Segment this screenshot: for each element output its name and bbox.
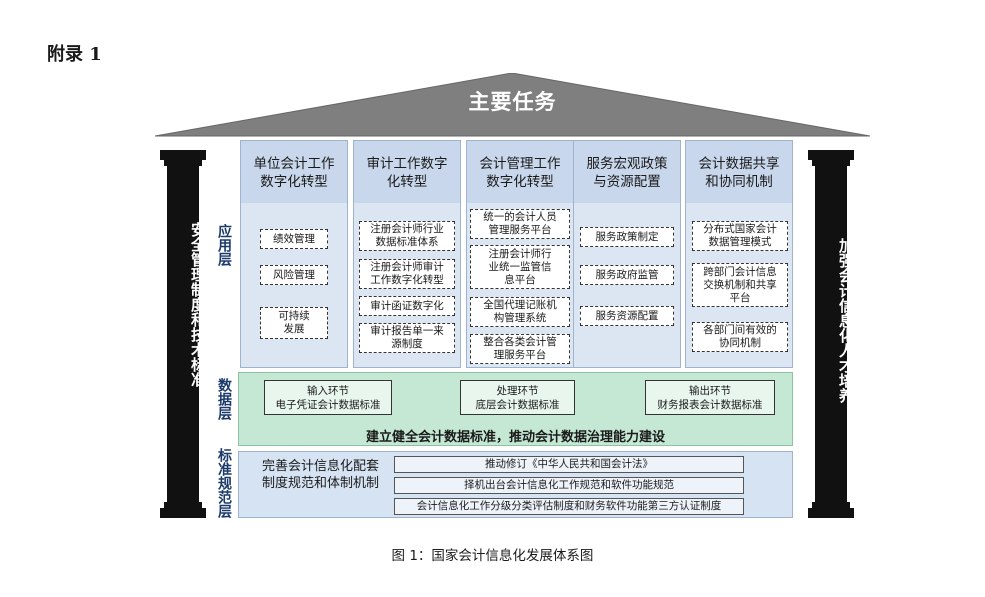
app-column-4: 服务宏观政策与资源配置 服务政策制定 服务政府监管 服务资源配置 [573,140,681,368]
app-item: 整合各类会计管理服务平台 [470,334,570,364]
left-pillar [160,150,206,518]
app-item: 全国代理记账机构管理系统 [470,297,570,327]
roof-title: 主要任务 [468,90,557,114]
standard-item: 推动修订《中华人民共和国会计法》 [394,456,744,473]
app-item: 审计函证数字化 [359,296,455,316]
app-column-title: 单位会计工作数字化转型 [253,156,335,190]
app-column-title: 会计管理工作数字化转型 [479,156,561,190]
data-box-line: 处理环节 [496,384,539,397]
app-item: 分布式国家会计数据管理模式 [692,221,788,251]
app-item: 注册会计师行业数据标准体系 [359,221,455,251]
data-box-line: 底层会计数据标准 [475,398,560,411]
app-column-3: 会计管理工作数字化转型 统一的会计人员管理服务平台 注册会计师行业统一监管信息平… [466,140,574,368]
app-column-1: 单位会计工作数字化转型 绩效管理 风险管理 可持续发展 [240,140,348,368]
data-layer-label: 数据层 [216,378,232,420]
app-item: 审计报告单一来源制度 [359,323,455,353]
standard-item: 择机出台会计信息化工作规范和软件功能规范 [394,477,744,494]
data-box-line: 财务报表会计数据标准 [657,398,763,411]
app-item: 各部门间有效的协同机制 [692,322,788,352]
app-item: 跨部门会计信息交换机制和共享平台 [692,263,788,307]
data-box-process: 处理环节底层会计数据标准 [460,380,575,415]
app-item: 服务政策制定 [580,227,674,247]
app-item: 风险管理 [260,265,328,285]
app-item: 绩效管理 [260,229,328,249]
app-item: 可持续发展 [260,307,328,339]
left-pillar-text: 安全管理制度和技术标准 [189,222,207,387]
data-box-line: 电子凭证会计数据标准 [275,398,381,411]
right-pillar [808,150,854,518]
data-box-line: 输入环节 [307,384,349,397]
standard-item: 会计信息化工作分级分类评估制度和财务软件功能第三方认证制度 [394,498,744,515]
app-column-title: 审计工作数字化转型 [366,156,448,190]
app-item: 服务资源配置 [580,306,674,326]
data-box-output: 输出环节财务报表会计数据标准 [645,380,775,415]
app-column-5: 会计数据共享和协同机制 分布式国家会计数据管理模式 跨部门会计信息交换机制和共享… [685,140,793,368]
data-layer-main-text: 建立健全会计数据标准，推动会计数据治理能力建设 [365,430,665,445]
application-layer-label: 应用层 [216,224,232,266]
standard-layer-label: 标准规范层 [216,448,232,518]
app-item: 服务政府监管 [580,265,674,285]
right-pillar-text: 加强会计信息化人才培养 [837,238,855,403]
data-box-input: 输入环节电子凭证会计数据标准 [264,380,392,415]
figure-caption: 图 1：国家会计信息化发展体系图 [391,548,594,564]
app-column-title: 会计数据共享和协同机制 [698,156,780,190]
data-box-line: 输出环节 [689,384,731,397]
app-item: 注册会计师行业统一监管信息平台 [470,245,570,289]
app-column-2: 审计工作数字化转型 注册会计师行业数据标准体系 注册会计师审计工作数字化转型 审… [353,140,461,368]
app-item: 统一的会计人员管理服务平台 [470,209,570,239]
app-item: 注册会计师审计工作数字化转型 [359,259,455,289]
standard-layer-left-text: 完善会计信息化配套制度规范和体制机制 [262,459,380,491]
appendix-label: 附录 1 [47,44,102,65]
app-column-title: 服务宏观政策与资源配置 [586,156,668,190]
roof [155,73,870,137]
